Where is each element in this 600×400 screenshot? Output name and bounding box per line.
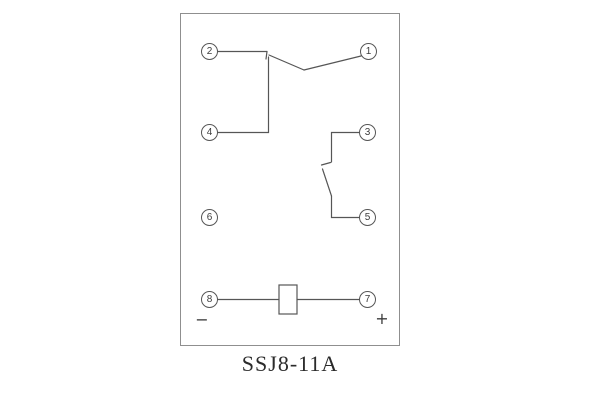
terminal-4-label: 4 xyxy=(206,126,213,138)
terminal-6: 6 xyxy=(201,209,218,226)
terminal-5-label: 5 xyxy=(364,211,371,223)
terminal-8-label: 8 xyxy=(206,293,213,305)
polarity-minus-sign: − xyxy=(195,310,209,329)
terminal-7-label: 7 xyxy=(364,293,371,305)
polarity-plus-sign: + xyxy=(375,309,389,328)
terminal-2: 2 xyxy=(201,43,218,60)
terminal-4: 4 xyxy=(201,124,218,141)
terminal-3-label: 3 xyxy=(364,126,371,138)
terminal-8: 8 xyxy=(201,291,218,308)
terminal-1: 1 xyxy=(360,43,377,60)
terminal-1-label: 1 xyxy=(365,45,372,57)
terminal-2-label: 2 xyxy=(206,45,213,57)
terminal-3: 3 xyxy=(359,124,376,141)
terminal-6-label: 6 xyxy=(206,211,213,223)
model-caption: SSJ8-11A xyxy=(241,351,339,376)
terminal-7: 7 xyxy=(359,291,376,308)
terminal-5: 5 xyxy=(359,209,376,226)
